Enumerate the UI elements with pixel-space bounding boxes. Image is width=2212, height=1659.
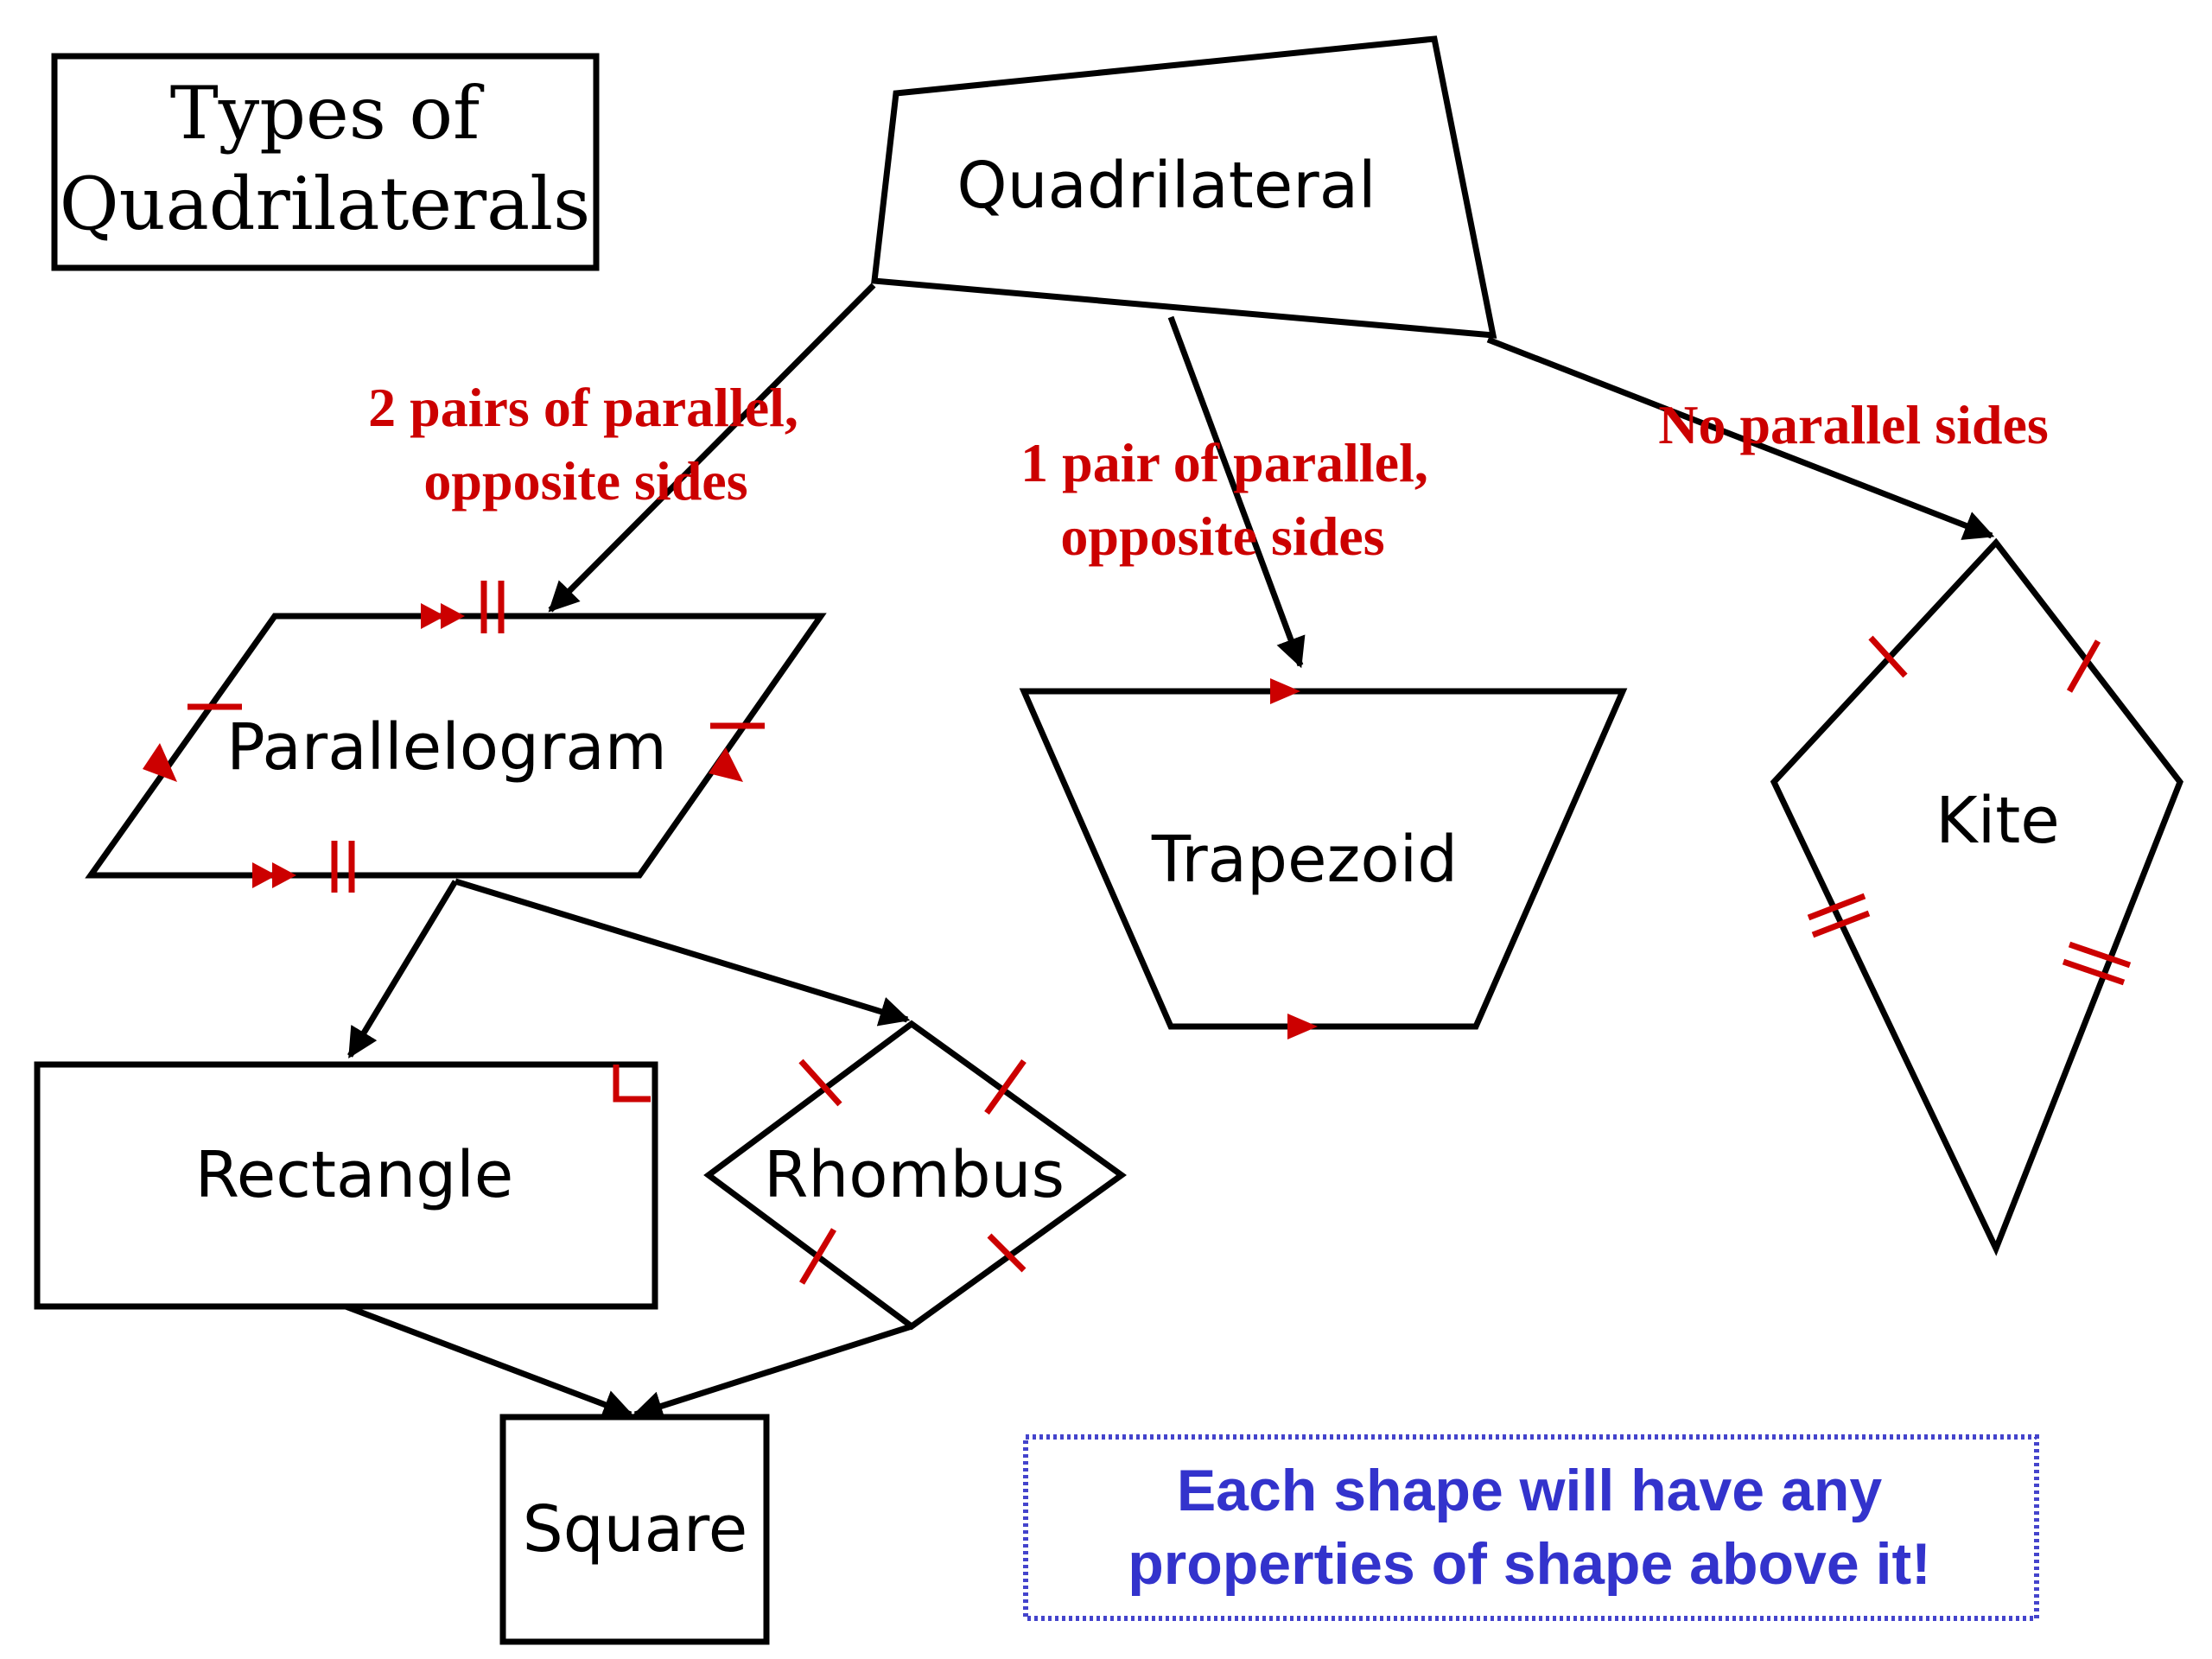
- relation-labels: 2 pairs of parallel, opposite sides 1 pa…: [368, 377, 2049, 567]
- relation-one-pair-line-1: 1 pair of parallel,: [1020, 432, 1428, 493]
- title-box: Types of Quadrilaterals: [51, 53, 600, 271]
- kite-node: Kite: [1770, 537, 2183, 1256]
- parallelogram-label: Parallelogram: [226, 710, 667, 785]
- quadrilateral-label: Quadrilateral: [957, 149, 1376, 223]
- arrow-quadrilateral-to-kite: [1486, 336, 1995, 540]
- arrow-rhombus-to-square: [632, 1323, 913, 1421]
- parallelogram-node: Parallelogram: [85, 581, 827, 893]
- arrow-rectangle-to-square: [344, 1303, 634, 1420]
- right-angle-mark: [613, 1065, 651, 1103]
- relation-one-pair-line-2: opposite sides: [1060, 505, 1384, 567]
- parallelogram-marks: [143, 581, 765, 893]
- parallel-arrow-mark: [441, 603, 465, 629]
- square-node: Square: [499, 1414, 770, 1645]
- note-line-1: Each shape will have any: [1177, 1458, 1883, 1523]
- arrow-quadrilateral-to-trapezoid: [1167, 315, 1306, 669]
- rectangle-node: Rectangle: [34, 1061, 658, 1310]
- relation-two-pairs-line-1: 2 pairs of parallel,: [368, 377, 798, 438]
- tick-mark: [798, 1058, 842, 1107]
- parallel-arrow-mark: [272, 862, 296, 888]
- rectangle-label: Rectangle: [195, 1138, 514, 1212]
- parallel-arrow-mark: [421, 603, 445, 629]
- parallel-arrow-mark: [143, 743, 177, 782]
- arrow-parallelogram-to-rectangle: [347, 880, 458, 1058]
- title-line-1: Types of: [170, 71, 485, 156]
- tick-mark: [1807, 893, 1866, 921]
- parallel-arrow-mark: [709, 747, 743, 782]
- quadrilateral-node: Quadrilateral: [871, 35, 1497, 339]
- trapezoid-node: Trapezoid: [1019, 678, 1628, 1039]
- tick-mark: [2068, 941, 2132, 969]
- trapezoid-label: Trapezoid: [1151, 823, 1458, 897]
- tick-mark: [987, 1233, 1027, 1273]
- tick-mark: [1811, 910, 1871, 938]
- parallel-arrow-mark: [252, 862, 276, 888]
- title-line-2: Quadrilaterals: [60, 162, 590, 246]
- rhombus-label: Rhombus: [764, 1138, 1065, 1212]
- note-line-2: properties of shape above it!: [1128, 1531, 1931, 1597]
- parallel-arrow-mark: [1270, 678, 1300, 704]
- rhombus-node: Rhombus: [703, 1020, 1127, 1331]
- connectors: [344, 283, 1995, 1421]
- note-box: Each shape will have any properties of s…: [1023, 1434, 2039, 1621]
- square-label: Square: [523, 1492, 748, 1567]
- tick-mark: [984, 1058, 1027, 1116]
- relation-none: No parallel sides: [1658, 394, 2049, 455]
- relation-two-pairs-line-2: opposite sides: [423, 450, 747, 512]
- arrow-parallelogram-to-rhombus: [454, 878, 911, 1027]
- tick-mark: [798, 1228, 837, 1285]
- parallel-arrow-mark: [1287, 1014, 1318, 1039]
- tick-mark: [2062, 958, 2126, 986]
- tick-mark: [2066, 639, 2101, 693]
- arrow-quadrilateral-to-parallelogram: [548, 283, 876, 613]
- kite-label: Kite: [1936, 784, 2060, 858]
- tick-mark: [1868, 635, 1908, 678]
